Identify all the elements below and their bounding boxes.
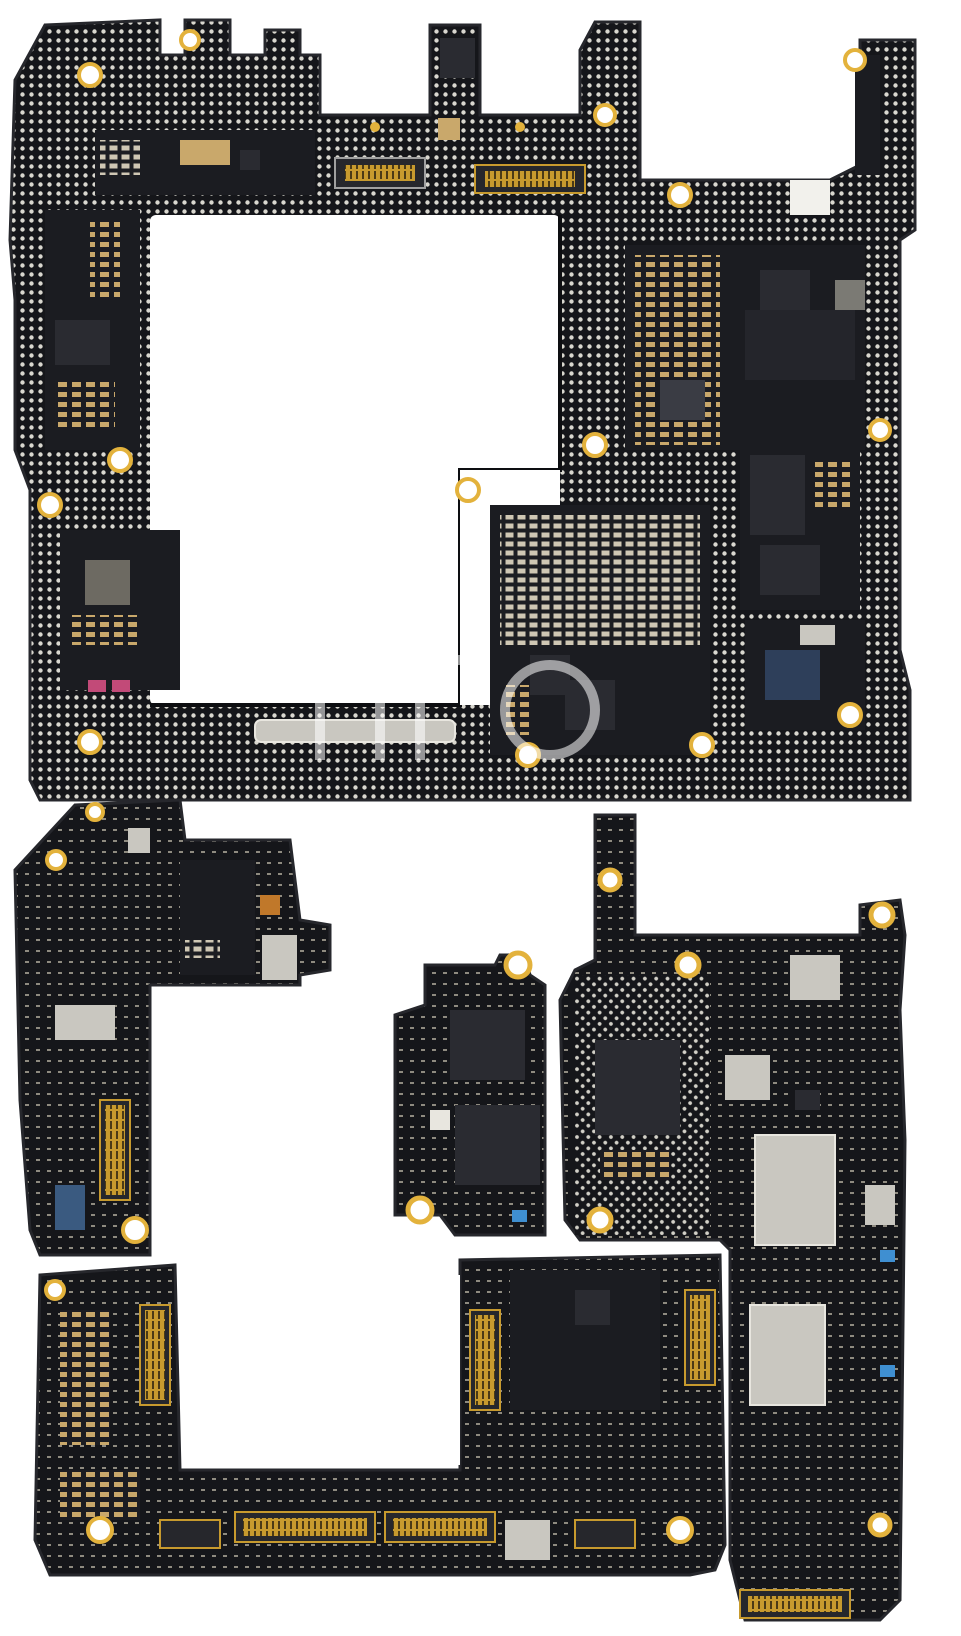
board-cutout — [150, 215, 560, 705]
middle-small-board — [393, 950, 547, 1237]
blue-chip — [765, 650, 820, 700]
right-chip-a — [595, 1040, 680, 1135]
lower-bottom-board — [33, 1253, 727, 1577]
white-sensor — [790, 180, 830, 215]
silver-shield-3 — [749, 1304, 826, 1406]
chip-b — [455, 1105, 540, 1185]
shield-bar — [254, 719, 456, 743]
chip-a — [450, 1010, 525, 1080]
right-lower-board — [558, 813, 907, 1622]
lower-left-board — [13, 798, 332, 1257]
silver-shield-2 — [754, 1134, 836, 1246]
silver-shield-1 — [790, 955, 840, 1000]
top-tab-chip — [440, 38, 475, 78]
lower-left-chip — [85, 560, 130, 605]
